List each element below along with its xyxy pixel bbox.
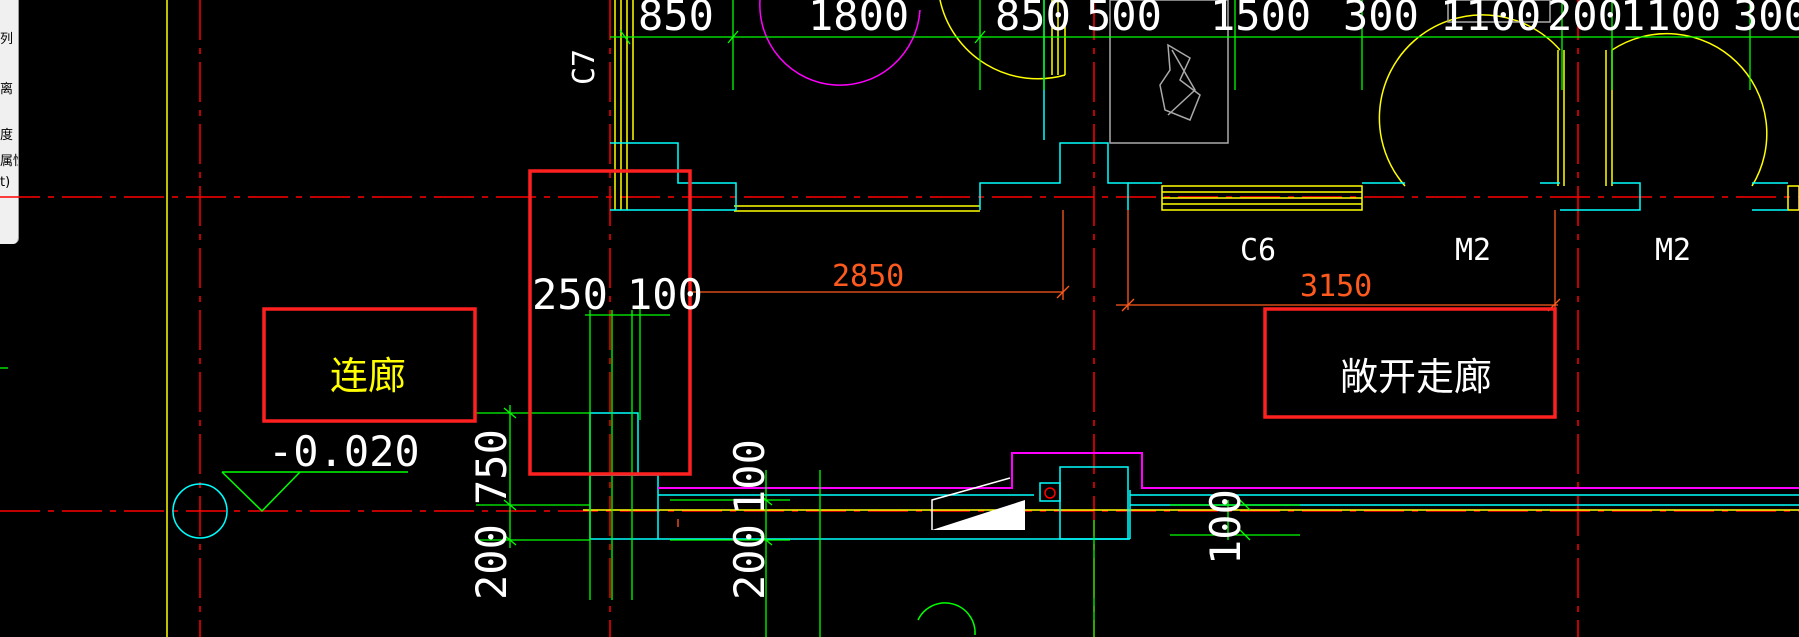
panel-item[interactable]: 离 — [0, 82, 14, 97]
top-dimension-labels: 850 1800 850 500 1500 300 1100 200 1100 … — [638, 0, 1799, 40]
highlight-wall-dims — [528, 169, 692, 476]
dim-top: 500 — [1086, 0, 1162, 40]
dim-top: 300 — [1343, 0, 1419, 40]
dim-top: 300 — [1733, 0, 1799, 40]
panel-item[interactable]: 度 — [0, 128, 14, 143]
dim-span-2850: 2850 — [832, 259, 904, 294]
elevation-marker — [172, 471, 408, 539]
dim-top: 850 — [638, 0, 714, 40]
dim-top: 1800 — [808, 0, 909, 40]
dim-top: 200 — [1547, 0, 1623, 40]
highlight-open-corridor — [1263, 307, 1557, 419]
highlight-corridor — [262, 307, 477, 423]
label-corridor: 连廊 — [330, 354, 406, 398]
stair-wedge — [931, 477, 1056, 530]
dim-top: 850 — [995, 0, 1071, 40]
panel-item[interactable]: 属性 — [0, 154, 18, 169]
dim-span-3150: 3150 — [1300, 269, 1372, 304]
equipment-block — [1109, 0, 1551, 144]
tag-m2: M2 — [1655, 233, 1691, 268]
tag-m2: M2 — [1455, 233, 1491, 268]
room-labels: 连廊 敞开走廊 -0.020 — [268, 354, 1492, 476]
element-tags: C7 C6 M2 M2 — [567, 49, 1691, 268]
tag-c7: C7 — [567, 49, 602, 85]
roof-outline-magenta — [658, 452, 1799, 489]
dim-top: 1100 — [1620, 0, 1721, 40]
building-outline — [166, 0, 1799, 637]
dim-v-750: 750 — [467, 429, 516, 505]
dim-top: 1100 — [1440, 0, 1541, 40]
side-properties-panel[interactable]: 列 离 度 属性 t) — [0, 0, 19, 244]
panel-item[interactable]: 列 — [0, 32, 14, 47]
label-open-corridor: 敞开走廊 — [1340, 355, 1492, 399]
highlight-boxes — [262, 169, 1557, 476]
tag-c6: C6 — [1240, 233, 1276, 268]
mid-dimension-labels: 250 100 2850 3150 — [532, 259, 1372, 319]
dim-v-100: 100 — [1201, 489, 1250, 565]
vertical-dimension-labels: 750 200 100 200 100 — [467, 429, 1250, 600]
dim-v-200: 200 — [725, 524, 774, 600]
dim-top: 1500 — [1210, 0, 1311, 40]
dim-v-100: 100 — [725, 439, 774, 515]
label-elevation: -0.020 — [268, 427, 420, 476]
dim-v-200: 200 — [467, 524, 516, 600]
dim-wall-250: 250 — [532, 270, 608, 319]
dim-wall-100: 100 — [627, 270, 703, 319]
panel-item[interactable]: t) — [0, 175, 11, 190]
